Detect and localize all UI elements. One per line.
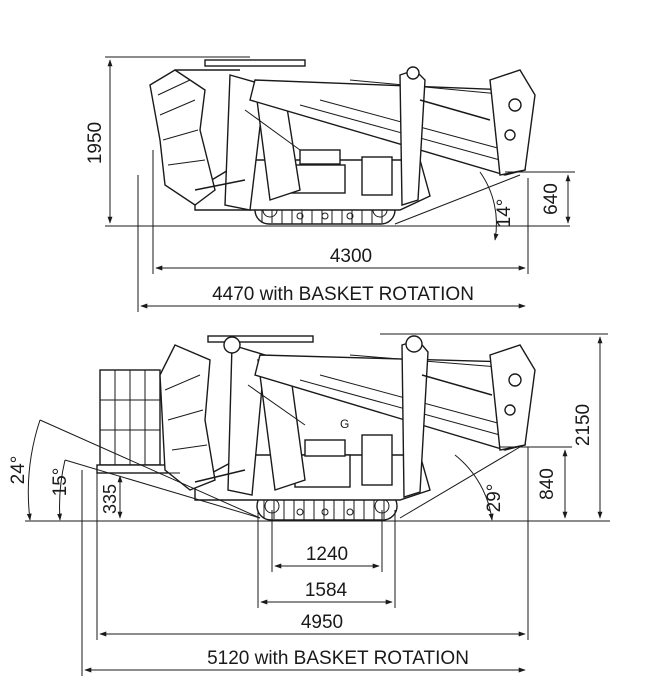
bottom-angle-outer-label: 24° (8, 456, 29, 485)
bottom-angle-right-label: 29° (484, 484, 505, 513)
bottom-angle-inner-label: 15° (50, 468, 71, 497)
top-boom-height-label: 640 (541, 183, 562, 215)
top-view-machine (105, 59, 570, 227)
top-height-label: 1950 (85, 122, 106, 164)
bottom-track-inner-label: 1240 (306, 544, 348, 565)
cog-label: G (340, 417, 349, 431)
top-angle-label: 14° (494, 199, 515, 228)
bottom-track-outer-label: 1584 (305, 580, 348, 601)
bottom-boom-height-label: 840 (537, 468, 558, 500)
bottom-dimensions: 2150 840 29° 335 24° 15° 1240 1584 (8, 333, 608, 676)
bottom-view-machine: G (25, 335, 610, 522)
bottom-length-rotation-label: 5120 with BASKET ROTATION (207, 648, 469, 669)
bottom-height-label: 2150 (573, 404, 594, 446)
top-length-label: 4300 (330, 246, 372, 267)
top-length-rotation-label: 4470 with BASKET ROTATION (212, 284, 474, 305)
bottom-basket-height-label: 335 (100, 484, 120, 514)
bottom-length-label: 4950 (301, 612, 343, 633)
top-dimensions: 1950 640 14° 4300 4470 with BASKET ROTAT… (85, 56, 575, 312)
